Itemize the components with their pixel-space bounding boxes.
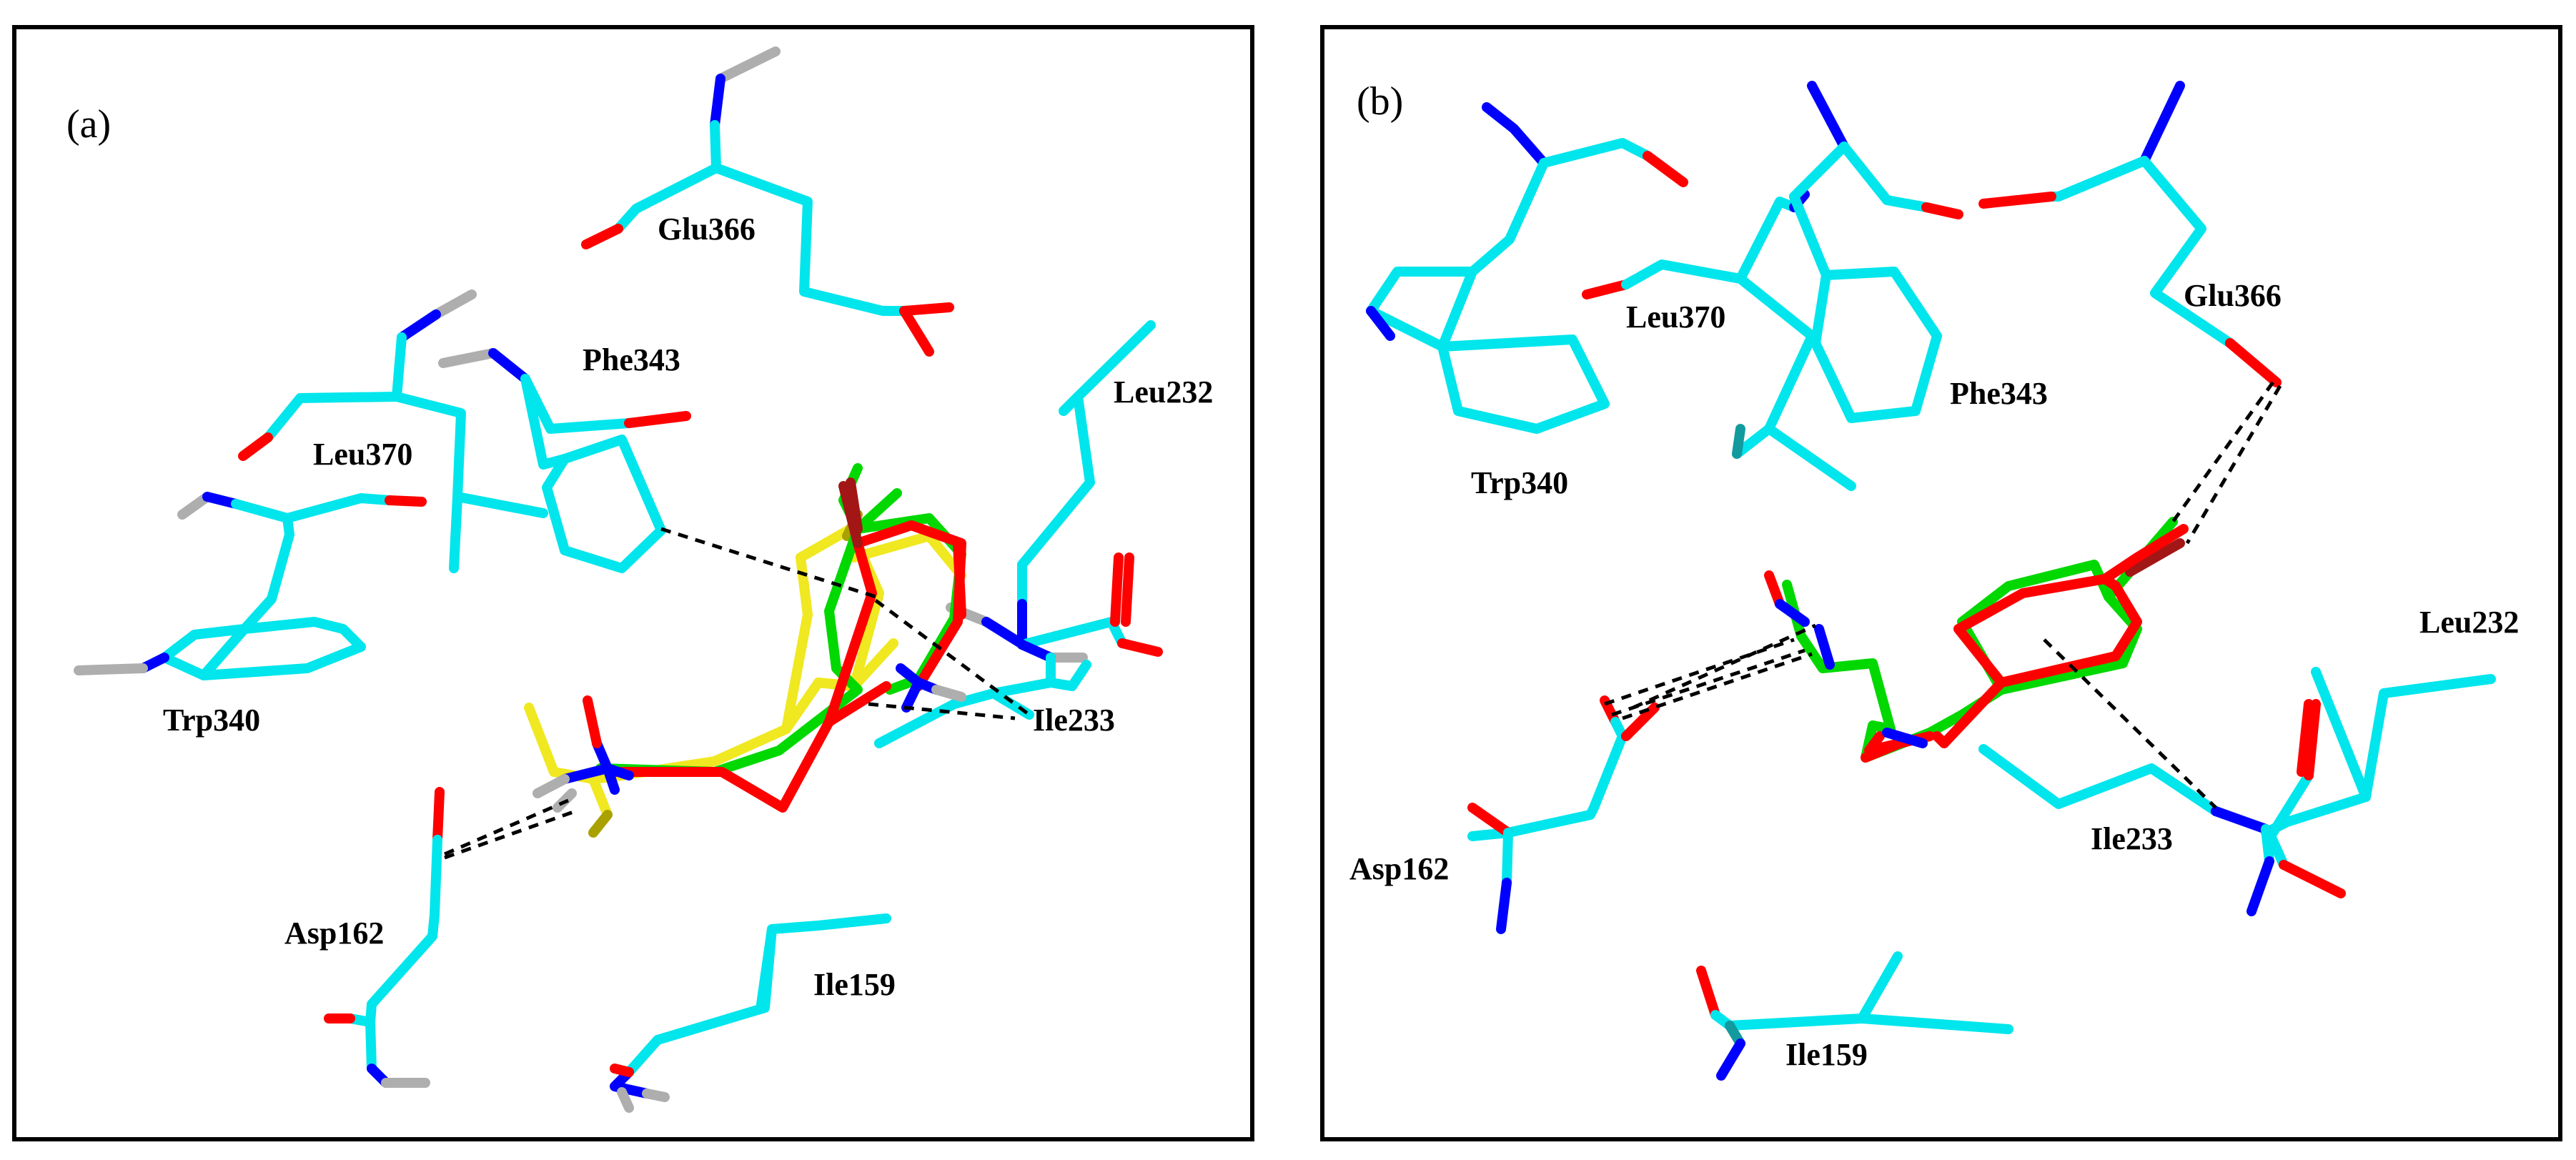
residue-trp340-a — [74, 492, 427, 680]
hbonds-b — [1604, 381, 2282, 809]
label-trp340-a: Trp340 — [163, 703, 260, 738]
residue-phe343-b — [1789, 81, 1963, 423]
label-trp340-b: Trp340 — [1471, 465, 1568, 500]
label-glu366-a: Glu366 — [658, 212, 756, 247]
label-ile159-b: Ile159 — [1785, 1037, 1868, 1072]
label-leu232-a: Leu232 — [1114, 375, 1213, 410]
residue-leu232-b — [2261, 667, 2496, 898]
label-ile159-a: Ile159 — [813, 967, 896, 1002]
residue-ile233-b — [1978, 744, 2274, 916]
panel-b: (b) Trp340 Leu370 Glu366 Phe343 Leu232 I… — [1320, 25, 2562, 1141]
labels-b: (b) Trp340 Leu370 Glu366 Phe343 Leu232 I… — [1349, 79, 2519, 1072]
residue-asp162-b — [1467, 695, 1660, 934]
residue-ile159-b — [1696, 951, 2013, 1081]
residue-leu232-a — [1017, 320, 1163, 657]
label-asp162-b: Asp162 — [1349, 851, 1449, 886]
hbonds-a — [444, 527, 1031, 860]
label-asp162-a: Asp162 — [284, 916, 384, 951]
residue-glu366-b — [1978, 81, 2282, 387]
label-leu370-a: Leu370 — [313, 437, 412, 472]
label-ile233-a: Ile233 — [1033, 703, 1115, 738]
panel-b-label: (b) — [1357, 79, 1403, 124]
panel-a: (a) Glu366 Phe343 Leu370 Leu232 Trp340 I… — [12, 25, 1254, 1141]
label-phe343-a: Phe343 — [583, 342, 680, 377]
residue-asp162-a — [324, 787, 445, 1088]
label-leu370-b: Leu370 — [1626, 299, 1725, 334]
panel-a-label: (a) — [66, 102, 111, 147]
label-phe343-b: Phe343 — [1950, 376, 2048, 411]
panel-a-frame — [12, 25, 1254, 1141]
residue-trp340-b — [1366, 102, 1688, 434]
residue-leu370-a — [238, 289, 548, 573]
ligands-b — [1764, 517, 2189, 763]
label-leu232-b: Leu232 — [2419, 605, 2519, 640]
label-glu366-b: Glu366 — [2184, 278, 2282, 313]
panel-b-frame — [1320, 25, 2562, 1141]
residue-phe343-a — [438, 348, 691, 573]
label-ile233-b: Ile233 — [2091, 821, 2173, 856]
residue-ile159-a — [610, 913, 891, 1113]
labels-a: (a) Glu366 Phe343 Leu370 Leu232 Trp340 I… — [66, 102, 1213, 1002]
residue-glu366-a — [581, 46, 954, 357]
